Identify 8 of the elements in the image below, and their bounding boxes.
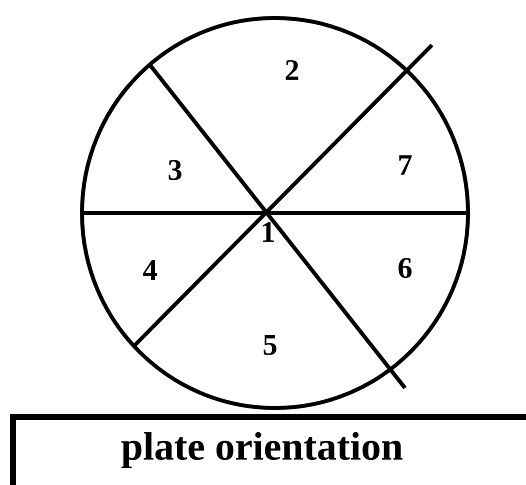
sector-number: 2: [286, 60, 298, 80]
sector-number: 7: [399, 155, 412, 175]
sector-number: 5: [264, 335, 276, 355]
sector-number: 6: [398, 258, 412, 278]
sector-number: 1: [262, 222, 274, 242]
sector-number: 4: [142, 260, 157, 280]
label-box: plate orientation: [10, 414, 526, 485]
sector-number: 3: [168, 160, 182, 180]
